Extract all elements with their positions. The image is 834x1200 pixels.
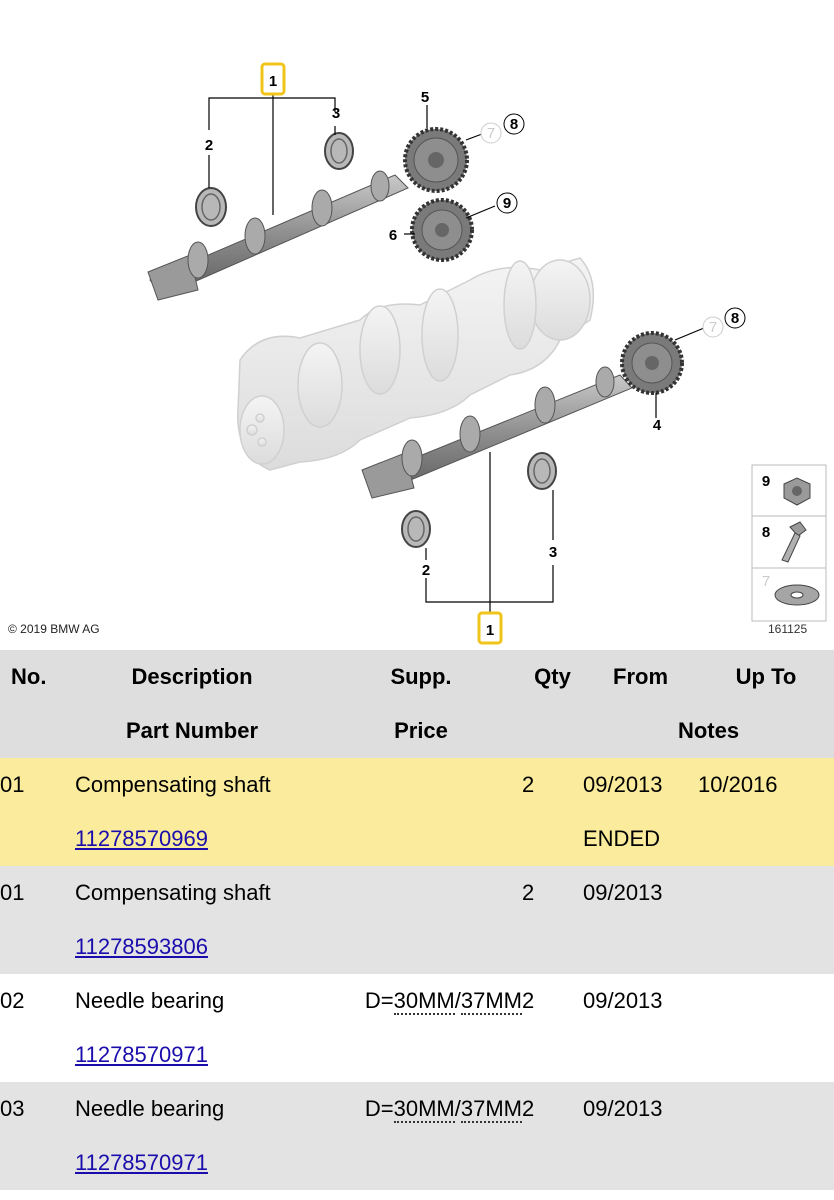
row-no: 02	[0, 988, 25, 1013]
row-notes	[583, 1136, 834, 1190]
row-notes	[583, 920, 834, 974]
parts-diagram: 1 2 3 5 7 8 6 9 7 8 4 2 3 1 9	[8, 62, 827, 645]
row-price	[320, 1028, 522, 1082]
header-part-number: Part Number	[125, 718, 259, 743]
gear-6	[410, 198, 474, 262]
header-upto: Up To	[735, 664, 797, 689]
legend-8: 8	[762, 524, 770, 541]
balance-shaft-lower	[361, 366, 633, 499]
callout-1-bottom: 1	[486, 622, 494, 639]
part-number-link[interactable]: 11278570971	[75, 1042, 208, 1067]
header-no: No.	[11, 664, 47, 689]
header-price: Price	[394, 718, 448, 743]
row-from: 09/2013	[583, 880, 663, 905]
row-supp	[320, 758, 522, 812]
row-description: Compensating shaft	[75, 772, 271, 797]
table-row[interactable]: 01 Compensating shaft 2 09/2013 10/2016	[0, 758, 834, 812]
supp-abbr-inner: 30MM	[393, 988, 455, 1015]
row-supp	[320, 866, 522, 920]
row-price	[320, 812, 522, 866]
legend-9: 9	[762, 473, 770, 490]
callout-2-top: 2	[205, 137, 213, 154]
supp-abbr-outer: 37MM	[460, 988, 522, 1015]
row-upto	[698, 1082, 834, 1136]
callout-5: 5	[421, 89, 429, 106]
callout-labels: 1 2 3 5 7 8 6 9 7 8 4 2 3 1	[205, 62, 746, 645]
row-qty: 2	[522, 880, 535, 905]
row-from: 09/2013	[583, 772, 663, 797]
supp-abbr-inner: 30MM	[393, 1096, 455, 1123]
row-no: 01	[0, 772, 25, 797]
table-row-detail: 11278570969 ENDED	[0, 812, 834, 866]
row-notes	[583, 1028, 834, 1082]
table-header: No. Description Supp. Qty From Up To Par…	[0, 650, 834, 758]
row-qty: 2	[522, 988, 535, 1013]
supp-abbr-outer: 37MM	[460, 1096, 522, 1123]
header-description: Description	[131, 664, 253, 689]
row-description: Needle bearing	[75, 988, 225, 1013]
callout-7-top: 7	[487, 125, 495, 142]
row-price	[320, 920, 522, 974]
header-qty: Qty	[534, 664, 571, 689]
row-description: Compensating shaft	[75, 880, 271, 905]
table-row[interactable]: 02 Needle bearing D=30MM/37MM 2 09/2013	[0, 974, 834, 1028]
row-upto: 10/2016	[698, 772, 778, 797]
callout-8-top: 8	[510, 116, 518, 133]
row-no: 01	[0, 880, 25, 905]
needle-bearing-inner	[201, 138, 551, 542]
row-from: 09/2013	[583, 988, 663, 1013]
leader-lines	[208, 93, 705, 616]
row-supp: D=30MM/37MM	[320, 1082, 522, 1136]
row-from: 09/2013	[583, 1096, 663, 1121]
callout-3-top: 3	[332, 105, 340, 122]
callout-3-bottom: 3	[549, 544, 557, 561]
callout-1-top: 1	[269, 73, 277, 90]
part-number-link[interactable]: 11278570969	[75, 826, 208, 851]
row-notes: ENDED	[583, 826, 661, 851]
row-upto	[698, 866, 834, 920]
exploded-view-drawing: 1 2 3 5 7 8 6 9 7 8 4 2 3 1 9	[147, 62, 827, 645]
part-number-link[interactable]: 11278593806	[75, 934, 208, 959]
part-number-link[interactable]: 11278570971	[75, 1150, 208, 1175]
callout-9: 9	[503, 195, 511, 212]
legend-7: 7	[762, 573, 770, 590]
row-no: 03	[0, 1096, 25, 1121]
callout-6: 6	[389, 227, 397, 244]
crankshaft-ghost	[237, 257, 595, 471]
callout-7-lower: 7	[709, 319, 717, 336]
row-upto	[698, 974, 834, 1028]
row-description: Needle bearing	[75, 1096, 225, 1121]
callout-2-bottom: 2	[422, 562, 430, 579]
supp-separator: /	[454, 1096, 461, 1121]
drawing-number: 161125	[768, 622, 808, 636]
row-qty: 2	[522, 1096, 535, 1121]
header-notes: Notes	[677, 718, 740, 743]
row-supp: D=30MM/37MM	[320, 974, 522, 1028]
row-qty: 2	[522, 772, 535, 797]
copyright-text: © 2019 BMW AG	[8, 622, 100, 636]
header-from: From	[613, 664, 668, 689]
header-row-2: Part Number Price Notes	[0, 704, 834, 758]
supp-separator: /	[454, 988, 461, 1013]
gear-4	[620, 331, 684, 395]
gear-5	[403, 127, 469, 193]
callout-8-lower: 8	[731, 310, 739, 327]
callout-4: 4	[653, 417, 662, 434]
table-row[interactable]: 01 Compensating shaft 2 09/2013	[0, 866, 834, 920]
table-row-detail: 11278593806	[0, 920, 834, 974]
header-row-1: No. Description Supp. Qty From Up To	[0, 650, 834, 704]
balance-shaft-upper	[147, 170, 409, 301]
supp-prefix: D=	[364, 1096, 394, 1121]
header-supp: Supp.	[390, 664, 452, 689]
needle-bearing	[195, 132, 557, 548]
parts-table: No. Description Supp. Qty From Up To Par…	[0, 650, 834, 1190]
row-price	[320, 1136, 522, 1190]
supp-prefix: D=	[364, 988, 394, 1013]
table-row-detail: 11278570971	[0, 1028, 834, 1082]
table-row-detail: 11278570971	[0, 1136, 834, 1190]
table-row[interactable]: 03 Needle bearing D=30MM/37MM 2 09/2013	[0, 1082, 834, 1136]
small-parts-legend: 9 8 7	[751, 464, 827, 622]
